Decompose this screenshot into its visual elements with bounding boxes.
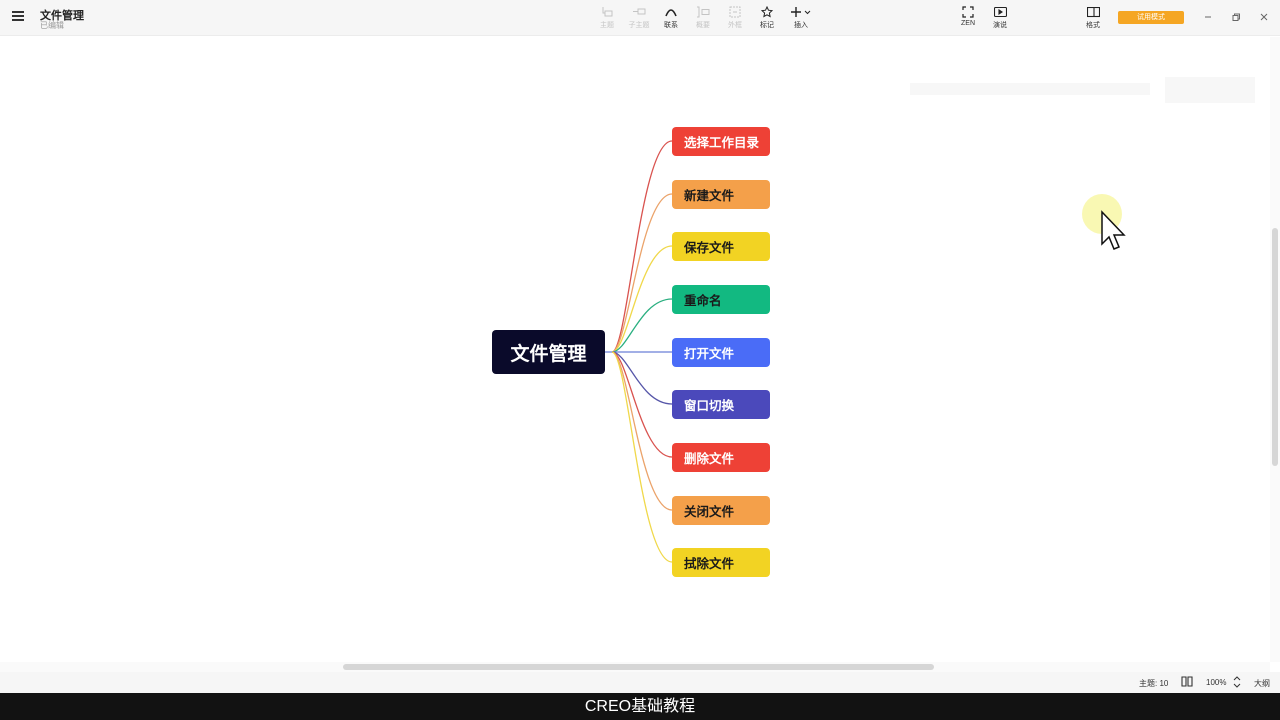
- topic-count: 主题: 10: [1139, 679, 1169, 688]
- mouse-cursor-icon: [1082, 194, 1132, 259]
- top-toolbar: 文件管理 已编辑 主题 子主题 联系 概要 外框 标记 插入: [0, 0, 1280, 36]
- boundary-button[interactable]: 外框: [720, 5, 750, 30]
- trial-mode-button[interactable]: 试用模式: [1118, 11, 1184, 24]
- plus-icon: [786, 5, 816, 19]
- relationship-icon: [656, 5, 686, 19]
- mindmap-app: 文件管理 已编辑 主题 子主题 联系 概要 外框 标记 插入: [0, 0, 1280, 693]
- vertical-scroll-thumb[interactable]: [1272, 228, 1278, 466]
- fullscreen-icon: [953, 5, 983, 19]
- topic-erase-file[interactable]: 拭除文件: [672, 548, 770, 577]
- topic-save-file[interactable]: 保存文件: [672, 232, 770, 261]
- insert-button[interactable]: 插入: [786, 5, 816, 30]
- hamburger-menu-icon[interactable]: [12, 11, 24, 21]
- restore-icon: [1232, 13, 1240, 21]
- watermark: [910, 77, 1260, 103]
- topic-select-working-directory[interactable]: 选择工作目录: [672, 127, 770, 156]
- topic-rename[interactable]: 重命名: [672, 285, 770, 314]
- panel-icon: [1078, 5, 1108, 19]
- topic-close-file[interactable]: 关闭文件: [672, 496, 770, 525]
- topic-new-file[interactable]: 新建文件: [672, 180, 770, 209]
- summary-icon: [688, 5, 718, 19]
- topic-switch-window[interactable]: 窗口切换: [672, 390, 770, 419]
- zoom-stepper-icon[interactable]: [1233, 676, 1241, 690]
- map-view-icon[interactable]: [1181, 676, 1193, 689]
- play-icon: [985, 5, 1015, 19]
- horizontal-scroll-thumb[interactable]: [343, 664, 934, 670]
- close-button[interactable]: [1256, 9, 1272, 25]
- vertical-scrollbar[interactable]: [1270, 37, 1280, 662]
- presentation-button[interactable]: 演说: [985, 5, 1015, 30]
- topic-open-file[interactable]: 打开文件: [672, 338, 770, 367]
- subtopic-icon: [624, 5, 654, 19]
- subtopic-button[interactable]: 子主题: [624, 5, 654, 30]
- zen-mode-button[interactable]: ZEN: [953, 5, 983, 27]
- summary-button[interactable]: 概要: [688, 5, 718, 30]
- format-panel-button[interactable]: 格式: [1078, 5, 1108, 30]
- root-topic[interactable]: 文件管理: [492, 330, 605, 374]
- zoom-level[interactable]: 100%: [1206, 678, 1227, 687]
- video-subtitle: CREO基础教程: [0, 693, 1280, 720]
- status-bar: 主题: 10 100% 大纲: [0, 672, 1280, 693]
- relationship-button[interactable]: 联系: [656, 5, 686, 30]
- document-title: 文件管理: [40, 10, 84, 22]
- outline-button[interactable]: 大纲: [1254, 679, 1270, 688]
- star-icon: [752, 5, 782, 19]
- minimize-icon: [1205, 16, 1211, 18]
- mindmap-canvas[interactable]: 文件管理 选择工作目录 新建文件 保存文件 重命名 打开文件 窗口切换 删除文件…: [0, 37, 1270, 662]
- marker-button[interactable]: 标记: [752, 5, 782, 30]
- document-status: 已编辑: [40, 21, 64, 30]
- restore-button[interactable]: [1228, 9, 1244, 25]
- topic-icon: [592, 5, 622, 19]
- minimize-button[interactable]: [1200, 9, 1216, 25]
- boundary-icon: [720, 5, 750, 19]
- horizontal-scrollbar[interactable]: [0, 662, 1270, 672]
- topic-delete-file[interactable]: 删除文件: [672, 443, 770, 472]
- branch-lines: [605, 140, 673, 563]
- close-icon: [1260, 13, 1268, 21]
- topic-button[interactable]: 主题: [592, 5, 622, 30]
